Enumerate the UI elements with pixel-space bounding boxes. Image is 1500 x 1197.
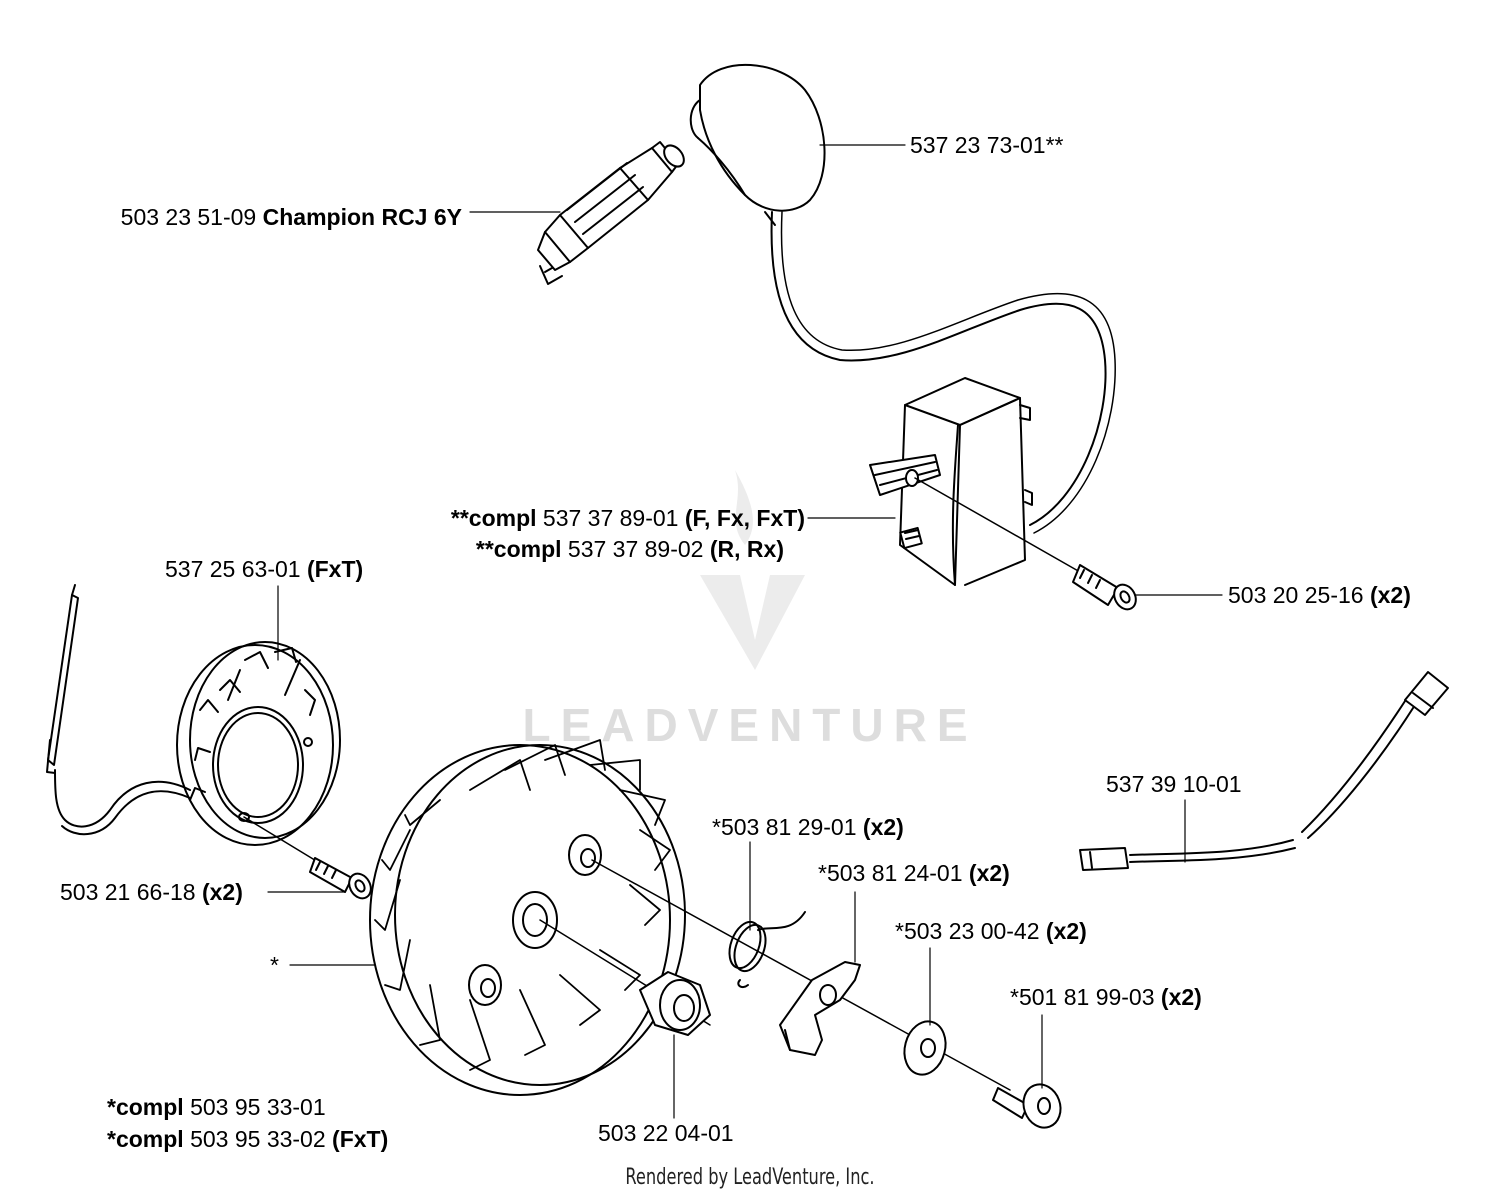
label-flywheel-nut: 503 22 04-01 [598, 1120, 734, 1146]
module-screw-axis [914, 477, 1081, 573]
leader-lines [267, 144, 1223, 1119]
generator-coil [176, 641, 341, 846]
label-ignition-module-1: **compl 537 37 89-01 (F, Fx, FxT) [450, 505, 805, 531]
footer-credit: Rendered by LeadVenture, Inc. [625, 1165, 875, 1190]
generator-screw [309, 857, 372, 900]
pawl-spring [728, 911, 806, 989]
label-generator: 537 25 63-01 (FxT) [165, 556, 364, 582]
label-ground-cable: 537 39 10-01 [1106, 771, 1242, 797]
label-spark-plug: 503 23 51-09 Champion RCJ 6Y [120, 204, 462, 230]
label-ignition-module-2: **compl 537 37 89-02 (R, Rx) [475, 536, 784, 562]
label-flywheel-compl-1: *compl 503 95 33-01 [107, 1094, 326, 1120]
ground-cable [1079, 671, 1449, 871]
flywheel [369, 739, 686, 1096]
ignition-lead [770, 211, 1107, 526]
label-pawl-spring: *503 81 29-01 (x2) [712, 814, 904, 840]
label-module-screw: 503 20 25-16 (x2) [1228, 582, 1411, 608]
label-starter-pawl: *503 81 24-01 (x2) [818, 860, 1010, 886]
ignition-module [869, 377, 1033, 586]
starter-pawl [779, 961, 861, 1056]
label-flywheel-compl-2: *compl 503 95 33-02 (FxT) [107, 1126, 389, 1152]
label-pawl-screw: *501 81 99-03 (x2) [1010, 984, 1202, 1010]
module-screw [1072, 564, 1137, 611]
label-generator-screw: 503 21 66-18 (x2) [60, 879, 243, 905]
pawl-screw [992, 1083, 1062, 1129]
watermark: LEADVENTURE [522, 699, 978, 751]
label-spark-plug-boot: 537 23 73-01** [910, 132, 1064, 158]
label-washer: *503 23 00-42 (x2) [895, 918, 1087, 944]
generator-wire [46, 584, 191, 836]
label-flywheel: * [270, 952, 279, 978]
watermark-logo [700, 470, 805, 670]
flywheel-nut [639, 971, 711, 1036]
spark-plug-boot [689, 64, 826, 226]
washer [903, 1020, 947, 1076]
spark-plug [537, 141, 685, 285]
